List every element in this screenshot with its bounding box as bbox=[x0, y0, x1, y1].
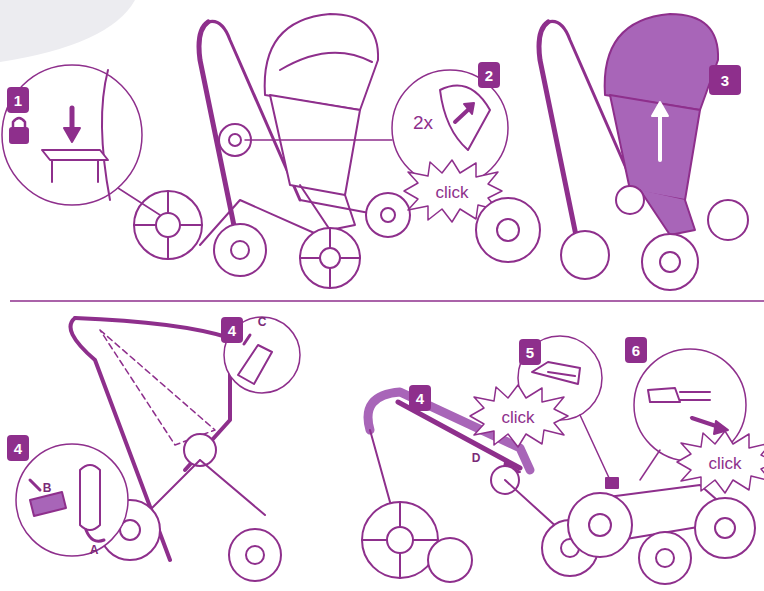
callout-number: 2 bbox=[478, 62, 500, 88]
motion-letter: B bbox=[43, 482, 52, 494]
click-sound: click bbox=[501, 409, 534, 426]
click-sound: click bbox=[708, 455, 741, 472]
callout-number: 6 bbox=[625, 337, 647, 363]
click-sound: click bbox=[435, 184, 468, 201]
callout-number: 5 bbox=[519, 339, 541, 365]
motion-letter: D bbox=[472, 452, 481, 464]
motion-letter: A bbox=[90, 544, 99, 556]
callout-number: 3 bbox=[709, 65, 741, 95]
callout-number: 4 bbox=[221, 317, 243, 343]
callout-number: 4 bbox=[409, 385, 431, 411]
callout-number: 4 bbox=[7, 435, 29, 461]
motion-letter: C bbox=[258, 316, 267, 328]
repeat-count: 2x bbox=[413, 113, 433, 132]
callout-number: 1 bbox=[7, 87, 29, 113]
